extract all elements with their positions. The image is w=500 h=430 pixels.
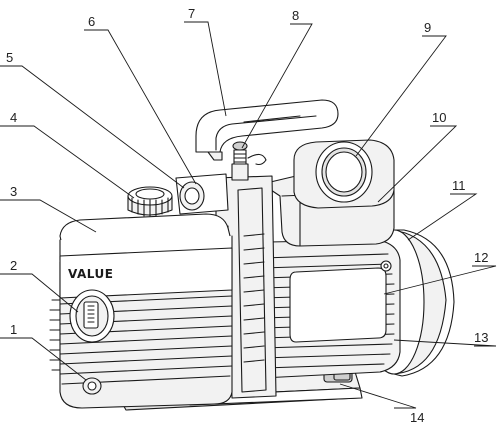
leader-3 (0, 199, 97, 233)
brand-logo-text: VALUE (68, 267, 113, 281)
callout-8: 8 (292, 8, 299, 23)
exhaust-port (293, 139, 395, 209)
callout-4: 4 (10, 110, 17, 125)
leader-6 (84, 29, 197, 185)
leader-10 (377, 125, 458, 203)
callout-2: 2 (10, 258, 17, 273)
callout-13: 13 (474, 330, 488, 345)
leader-12 (383, 265, 497, 295)
callout-11: 11 (452, 178, 466, 193)
callout-14: 14 (410, 410, 424, 425)
callout-9: 9 (424, 20, 431, 35)
leader-13 (393, 339, 497, 347)
leader-7 (184, 21, 227, 117)
leader-11 (407, 193, 478, 241)
callout-5: 5 (6, 50, 13, 65)
oil-sight-glass (69, 289, 115, 343)
callout-10: 10 (432, 110, 446, 125)
leader-4 (0, 125, 135, 199)
callout-labels: 1 2 3 4 5 6 7 8 9 10 11 12 13 14 (6, 6, 488, 425)
leader-2 (0, 273, 79, 313)
callout-12: 12 (474, 250, 488, 265)
callout-1: 1 (10, 322, 17, 337)
motor-housing (251, 239, 401, 379)
carry-handle (195, 99, 339, 161)
callout-6: 6 (88, 14, 95, 29)
oil-drain-plug (82, 377, 102, 395)
inlet-fitting (175, 173, 229, 215)
leader-14 (339, 383, 417, 409)
leader-lines (0, 21, 497, 409)
leader-5 (0, 65, 185, 189)
gas-ballast-valve (231, 141, 267, 181)
leader-8 (241, 23, 313, 149)
motor-label-plate (289, 267, 387, 343)
leader-1 (0, 337, 87, 381)
callout-3: 3 (10, 184, 17, 199)
callout-7: 7 (188, 6, 195, 21)
leader-9 (355, 35, 447, 157)
oil-fill-cap (127, 186, 173, 217)
oil-tank-body (49, 213, 233, 409)
